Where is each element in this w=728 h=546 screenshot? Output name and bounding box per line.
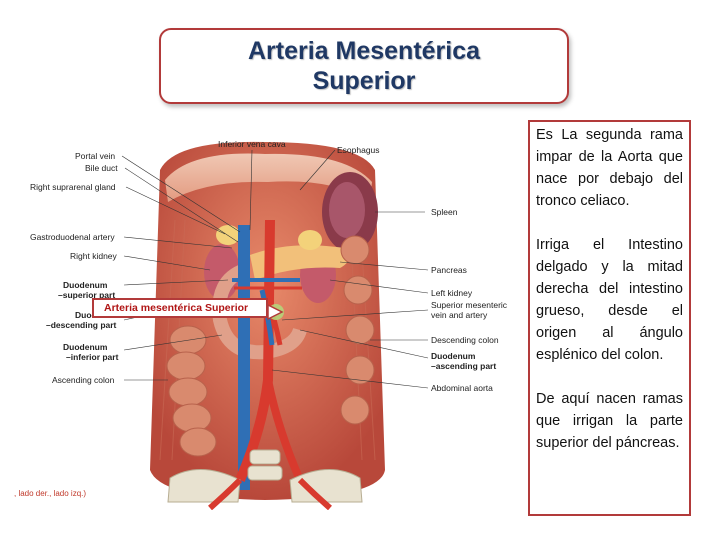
anatomy-illustration: Portal vein Bile duct Right suprarenal g…	[0, 130, 520, 511]
label-descending-colon: Descending colon	[431, 335, 499, 345]
description-box: Es La segunda rama impar de la Aorta que…	[528, 120, 691, 516]
label-abdominal-aorta: Abdominal aorta	[431, 383, 493, 393]
description-paragraph-3: De aquí nacen ramas que irrigan la parte…	[536, 391, 683, 451]
description-paragraph-2: Irriga el Intestino delgado y la mitad d…	[536, 237, 683, 363]
label-right-kidney: Right kidney	[70, 251, 117, 261]
label-duodenum-descending: Duod	[75, 310, 97, 320]
title-line-2: Superior	[312, 67, 416, 95]
label-inferior-vena-cava: Inferior vena cava	[218, 139, 286, 149]
figure-caption: , lado der., lado izq.)	[14, 489, 87, 498]
label-pancreas: Pancreas	[431, 265, 467, 275]
label-duodenum-inferior: Duodenum	[63, 342, 108, 352]
label-esophagus: Esophagus	[337, 145, 380, 155]
sma-highlight-label: Arteria mesentérica Superior	[92, 298, 268, 318]
label-ascending-colon: Ascending colon	[52, 375, 115, 385]
label-vein-and-artery: vein and artery	[431, 310, 488, 320]
label-duodenum-ascending: Duodenum	[431, 351, 476, 361]
label-left-kidney: Left kidney	[431, 288, 473, 298]
label-spleen: Spleen	[431, 207, 458, 217]
label-duodenum-superior-part: –superior part	[58, 290, 116, 300]
title-box: Arteria Mesentérica Superior	[159, 28, 569, 104]
description-paragraph-1: Es La segunda rama impar de la Aorta que…	[536, 127, 683, 209]
label-portal-vein: Portal vein	[75, 151, 116, 161]
label-duodenum-superior: Duodenum	[63, 280, 108, 290]
label-duodenum-inferior-part: –inferior part	[66, 352, 119, 362]
title-line-1: Arteria Mesentérica	[247, 37, 481, 65]
label-duodenum-ascending-part: –ascending part	[431, 361, 497, 371]
label-duodenum-descending-part: –descending part	[46, 320, 117, 330]
label-bile-duct: Bile duct	[85, 163, 118, 173]
label-superior-mesenteric: Superior mesenteric	[431, 300, 508, 310]
label-gastroduodenal-artery: Gastroduodenal artery	[30, 232, 115, 242]
label-right-suprarenal-gland: Right suprarenal gland	[30, 182, 116, 192]
abdomen-drawing	[121, 141, 429, 511]
